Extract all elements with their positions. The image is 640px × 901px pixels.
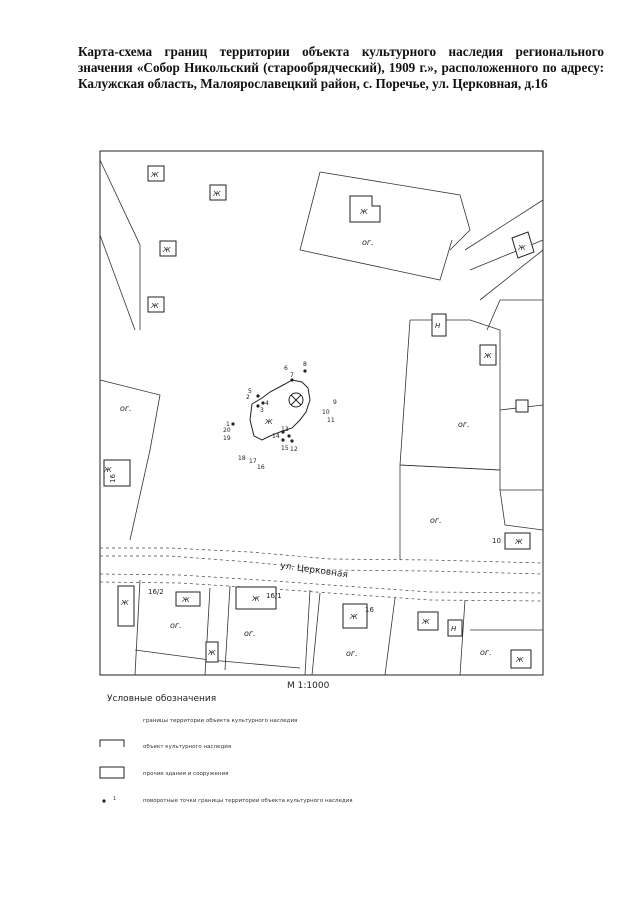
svg-text:6: 6 [284,365,288,372]
nonresidential-labels: Н Н [435,322,457,633]
svg-text:18: 18 [238,455,246,462]
street-church [99,547,544,602]
svg-text:9: 9 [333,399,337,406]
svg-text:11: 11 [327,417,335,424]
svg-text:Ж: Ж [103,466,112,474]
svg-text:ог.: ог. [120,404,132,413]
cathedral-label: Ж [264,418,273,426]
svg-text:2: 2 [246,394,250,401]
legend-heritage-symbol [99,739,125,747]
legend-item-other-buildings: прочие здания и сооружения [143,771,229,777]
svg-text:Н: Н [435,322,441,330]
svg-text:Ж: Ж [207,649,216,657]
legend-item-turning-points: поворотные точки границы территории объе… [143,798,353,804]
map-title: Карта-схема границ территории объекта ку… [78,44,604,91]
boundary-points [231,369,307,443]
svg-text:Ж: Ж [212,190,221,198]
svg-text:Ж: Ж [515,656,524,664]
residential-buildings [103,165,535,669]
svg-text:7: 7 [290,372,294,379]
svg-text:16: 16 [109,474,117,483]
heritage-cathedral [249,379,311,441]
residential-labels: Ж Ж Ж Ж Ж Ж Ж Ж Ж Ж Ж Ж Ж Ж Ж Ж [103,171,526,664]
boundary-point-numbers: 1 2 3 4 5 6 7 8 9 10 11 12 13 14 15 16 1… [223,361,337,471]
map-frame [99,150,544,676]
svg-text:ог.: ог. [430,516,442,525]
map-scale: М 1:1000 [287,681,330,691]
svg-text:Ж: Ж [150,302,159,310]
svg-text:Ж: Ж [181,596,190,604]
svg-text:14: 14 [272,433,280,440]
parcel-labels: ог. ог. ог. ог. ог. ог. ог. ог. [120,238,492,658]
svg-text:Ж: Ж [120,599,129,607]
svg-text:ог.: ог. [346,649,358,658]
legend-other-buildings-symbol [99,766,125,779]
svg-text:12: 12 [290,446,298,453]
legend-turning-point-marker-number: 1 [113,796,117,802]
svg-text:ог.: ог. [170,621,182,630]
svg-text:19: 19 [223,435,231,442]
svg-text:16/2: 16/2 [148,588,164,596]
svg-text:Н: Н [451,625,457,633]
svg-text:10: 10 [492,537,501,545]
svg-text:Ж: Ж [514,538,523,546]
svg-text:Ж: Ж [162,246,171,254]
svg-text:ог.: ог. [458,420,470,429]
svg-text:Ж: Ж [483,352,492,360]
svg-text:4: 4 [265,400,269,407]
svg-text:Ж: Ж [251,595,260,603]
legend-title: Условные обозначения [107,694,217,704]
svg-text:5: 5 [248,388,252,395]
parcel-boundaries [99,159,544,676]
svg-text:20: 20 [223,427,231,434]
svg-text:16: 16 [257,464,265,471]
svg-text:10: 10 [322,409,330,416]
svg-text:16/1: 16/1 [266,592,282,600]
svg-text:ог.: ог. [362,238,374,247]
svg-text:Ж: Ж [150,171,159,179]
legend-item-boundary: границы территории объекта культурного н… [143,718,298,724]
svg-text:1: 1 [226,421,230,428]
svg-text:ог.: ог. [480,648,492,657]
legend-item-heritage: объект культурного наследия [143,744,232,750]
svg-text:17: 17 [249,458,257,465]
svg-text:15: 15 [281,445,289,452]
svg-text:Ж: Ж [517,244,526,252]
nonresidential-buildings [431,313,529,637]
legend-turning-point-symbol [102,799,106,803]
svg-text:Ж: Ж [359,208,368,216]
street-label: ул. Церковная [280,561,349,580]
house-numbers: 16/2 16/1 16 16 10 [109,474,501,614]
svg-text:Ж: Ж [421,618,430,626]
svg-text:3: 3 [260,407,264,414]
svg-text:16: 16 [365,606,374,614]
svg-text:8: 8 [303,361,307,368]
svg-text:13: 13 [281,426,289,433]
svg-text:Ж: Ж [349,613,358,621]
svg-text:ог.: ог. [244,629,256,638]
legend-symbols [99,739,125,779]
